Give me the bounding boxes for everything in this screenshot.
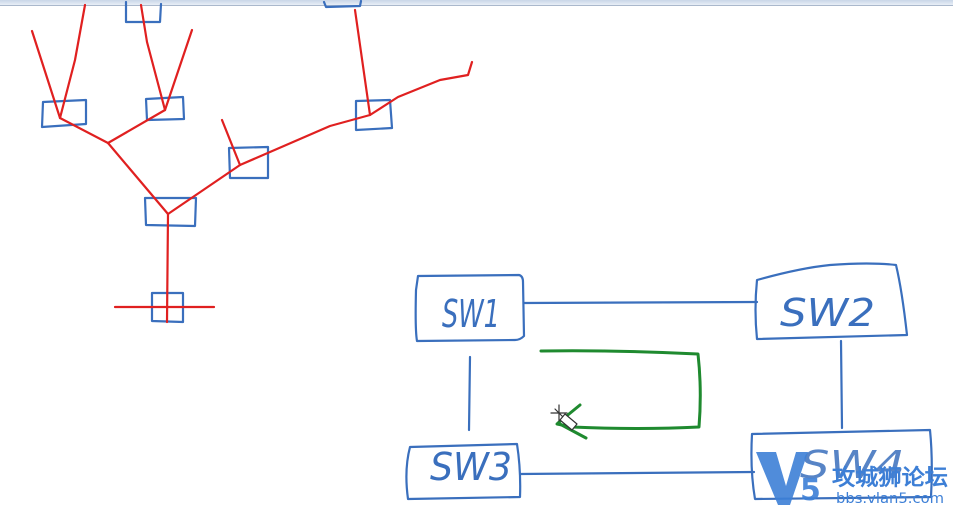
svg-text:5: 5 [800,473,821,508]
link-sw1-sw2 [522,300,759,305]
tree-node-base [150,291,185,324]
tree-node-right [354,98,394,132]
loop-arrow [539,349,702,430]
sw4-label: SW4 [800,443,905,487]
tree-node-mid [144,95,186,122]
link-sw3-sw4 [518,470,756,476]
sw3-label: SW3 [430,445,512,489]
watermark-url: bbs.vlan5.com [836,491,944,507]
watermark-title: 攻城狮论坛 [832,465,948,491]
tree-node-left [40,98,88,129]
sw3-box[interactable] [405,442,522,501]
sw1-label: SW1 [442,292,500,336]
switch-ring-topology: SW1 SW2 SW3 SW4 [405,262,933,501]
sw1-box[interactable] [414,273,526,343]
sw2-box[interactable] [754,262,909,341]
tree-node-branch [227,145,270,180]
tree-topology [30,0,474,324]
sw2-label: SW2 [780,291,875,335]
sw4-box[interactable] [750,428,933,501]
window-top-edge [0,0,953,6]
watermark-logo: V5 5 攻城狮论坛 bbs.vlan5.com [756,452,948,508]
link-sw2-sw4 [839,339,844,430]
tree-node-top-b [322,0,363,9]
tree-node-root [143,196,198,228]
link-sw1-sw3 [467,355,472,432]
eraser-cursor-icon [550,404,578,431]
loop-arrow-head [556,403,588,440]
